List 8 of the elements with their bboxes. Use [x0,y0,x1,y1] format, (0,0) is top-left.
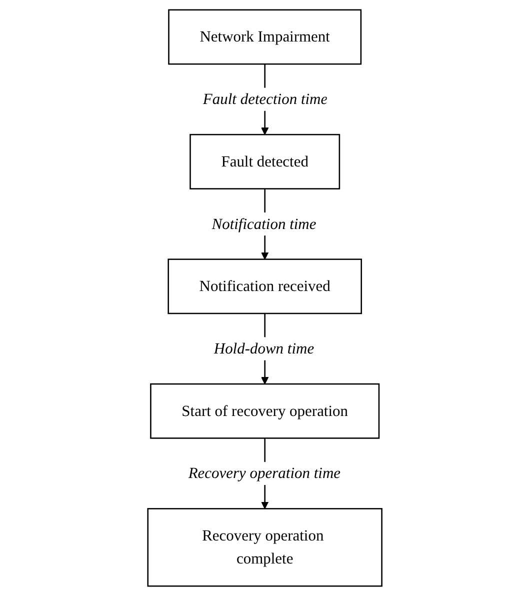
node-box: Recovery operation complete [147,508,383,587]
node-box: Fault detected [190,134,340,190]
node-box: Network Impairment [168,9,362,65]
node-box: Start of recovery operation [150,383,380,439]
edge-label: Recovery operation time [188,464,341,482]
edge-label: Notification time [212,215,316,232]
node-box: Notification received [168,258,362,314]
edge-label: Hold-down time [214,340,314,357]
